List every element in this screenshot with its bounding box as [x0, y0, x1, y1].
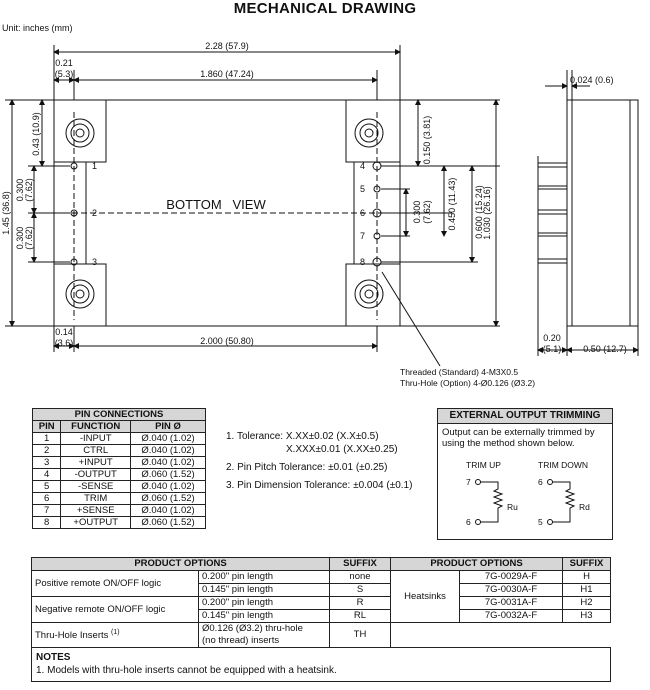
trim-box: EXTERNAL OUTPUT TRIMMING Output can be e…	[437, 408, 613, 540]
dim-r-0150: 0.150 (3.81)	[422, 116, 432, 165]
heatsinks-label: Heatsinks	[390, 570, 460, 623]
trim-rd-label: Rd	[579, 502, 590, 512]
tolerance-line-2: 2. Pin Pitch Tolerance: ±0.01 (±0.25)	[226, 462, 388, 473]
mounting-hole-icon	[65, 279, 95, 309]
units-note: Unit: inches (mm)	[2, 23, 73, 33]
trim-diagram: TRIM UP TRIM DOWN 7 6 6 5 Ru Rd	[466, 460, 590, 527]
product-options-table: PRODUCT OPTIONS SUFFIX PRODUCT OPTIONS S…	[31, 557, 611, 682]
dim-left-043: 0.43 (10.9)	[31, 112, 41, 156]
resistor-rd-icon	[552, 481, 576, 523]
trim-title: EXTERNAL OUTPUT TRIMMING	[438, 409, 612, 424]
dim-side-0024: 0.024 (0.6)	[570, 75, 614, 85]
table-row: Positive remote ON/OFF logic 0.200" pin …	[31, 570, 611, 623]
trim-up-label: TRIM UP	[466, 460, 501, 470]
pin-label-6: 6	[360, 208, 365, 218]
pin-label-5: 5	[360, 184, 365, 194]
thru-hole-label: Thru-Hole Inserts (1)	[31, 622, 199, 648]
dim-edge-021: 0.21	[55, 58, 73, 68]
negative-logic-label: Negative remote ON/OFF logic	[31, 596, 199, 623]
pin-col-header: PIN	[31, 420, 62, 433]
trim-down-bottom-pin: 5	[538, 517, 543, 527]
function-col-header: FUNCTION	[60, 420, 132, 433]
dim-left-0300a: 0.300	[15, 179, 25, 202]
pin-label-1: 1	[92, 161, 97, 171]
dim-pitch-1860: 1.860 (47.24)	[200, 69, 254, 79]
dim-left-0300a-mm: (7.62)	[24, 178, 34, 202]
dim-total-width: 2.28 (57.9)	[205, 41, 249, 51]
trim-up-top-pin: 7	[466, 477, 471, 487]
dim-bot-014-mm: (3.6)	[55, 338, 74, 348]
pin-label-7: 7	[360, 231, 365, 241]
dim-r-0300-mm: (7.62)	[422, 200, 432, 224]
tolerance-notes: 1. Tolerance: X.XX±0.02 (X.X±0.5) X.XXX±…	[226, 430, 431, 492]
page-title: MECHANICAL DRAWING	[233, 0, 417, 17]
suffix-header-2: SUFFIX	[562, 557, 611, 571]
trim-desc-1: Output can be externally trimmed by	[442, 427, 595, 438]
trim-down-label: TRIM DOWN	[538, 460, 588, 470]
table-row: Negative remote ON/OFF logic 0.200" pin …	[31, 596, 611, 623]
mounting-hole-icon	[65, 118, 95, 148]
thread-note-option: Thru-Hole (Option) 4-Ø0.126 (Ø3.2)	[400, 378, 535, 388]
dim-side-050: 0.50 (12.7)	[583, 344, 627, 354]
table-row: Thru-Hole Inserts (1) Ø0.126 (Ø3.2) thru…	[31, 622, 611, 648]
pin-connections-table: PIN CONNECTIONS PIN FUNCTION PIN Ø 1-INP…	[31, 408, 206, 529]
mechanical-drawing: 2.28 (57.9) 0.21 (5.3) 1.860 (47.24) 1.4…	[1, 41, 639, 388]
product-options-header: PRODUCT OPTIONS	[31, 557, 330, 571]
trim-desc-2: using the method shown below.	[442, 438, 575, 449]
dim-left-0300b: 0.300	[15, 227, 25, 250]
tolerance-line-1b: X.XXX±0.01 (X.XX±0.25)	[286, 444, 398, 455]
dim-bot-014: 0.14	[55, 327, 73, 337]
product-options-header-2: PRODUCT OPTIONS	[390, 557, 563, 571]
trim-ru-label: Ru	[507, 502, 518, 512]
side-view	[537, 70, 639, 356]
suffix-header: SUFFIX	[329, 557, 391, 571]
table-row: 0.145" pin length RL 7G-0032A-F H3	[32, 609, 611, 623]
pin-label-2: 2	[92, 208, 97, 218]
dim-r-0300: 0.300	[412, 201, 422, 224]
dim-side-020-mm: (5.1)	[543, 344, 562, 354]
tolerance-line-3: 3. Pin Dimension Tolerance: ±0.004 (±0.1…	[226, 480, 413, 491]
pin-label-4: 4	[360, 161, 365, 171]
dim-r-0450: 0.450 (11.43)	[447, 178, 457, 231]
table-row: 0.145" pin length S 7G-0030A-F H1	[32, 583, 611, 597]
thread-note-standard: Threaded (Standard) 4-M3X0.5	[400, 367, 518, 377]
notes-section: NOTES 1. Models with thru-hole inserts c…	[31, 647, 611, 682]
pin-table-title: PIN CONNECTIONS	[32, 408, 206, 421]
pin-label-8: 8	[360, 257, 365, 267]
dim-edge-021-mm: (5.3)	[55, 69, 74, 79]
trim-down-top-pin: 6	[538, 477, 543, 487]
dim-bot-2000: 2.000 (50.80)	[200, 336, 254, 346]
dim-left-0300b-mm: (7.62)	[24, 226, 34, 250]
notes-title: NOTES	[36, 652, 71, 663]
positive-logic-label: Positive remote ON/OFF logic	[31, 570, 199, 597]
bottom-view-label: BOTTOM VIEW	[166, 197, 266, 212]
note-1: 1. Models with thru-hole inserts cannot …	[36, 665, 337, 676]
resistor-ru-icon	[480, 481, 504, 523]
mounting-hole-icon	[354, 118, 384, 148]
pin-label-3: 3	[92, 257, 97, 267]
dim-total-height: 1.45 (36.8)	[1, 191, 11, 235]
dim-side-020: 0.20	[543, 333, 561, 343]
tolerance-line-1: 1. Tolerance: X.XX±0.02 (X.X±0.5)	[226, 431, 379, 442]
trim-up-bottom-pin: 6	[466, 517, 471, 527]
pin-diameter-col-header: PIN Ø	[130, 420, 206, 433]
mounting-hole-icon	[354, 279, 384, 309]
dim-r-1030: 1.030 (26.16)	[482, 186, 492, 240]
dim-r-0600: 0.600 (15.24)	[474, 185, 484, 239]
